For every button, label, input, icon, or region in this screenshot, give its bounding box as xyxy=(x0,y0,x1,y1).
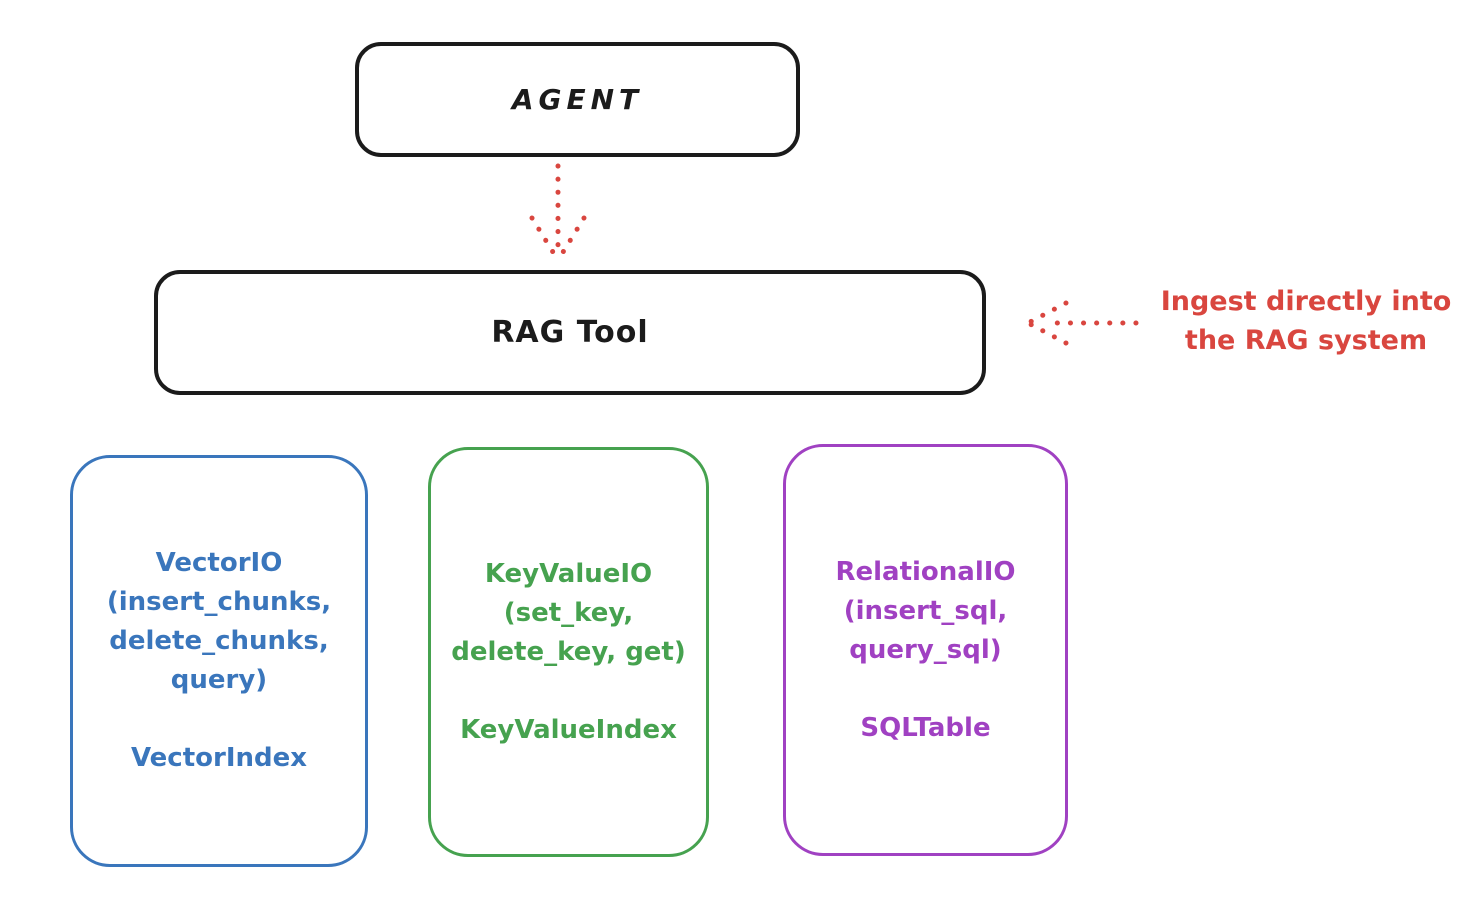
key-value-io-methods: KeyValueIO (set_key, delete_key, get) xyxy=(451,558,686,667)
relational-io-methods: RelationalIO (insert_sql, query_sql) xyxy=(835,556,1016,665)
rag-tool-node: RAG Tool xyxy=(154,270,986,395)
relational-io-node: RelationalIO (insert_sql, query_sql) SQL… xyxy=(783,444,1068,856)
agent-label: AGENT xyxy=(511,83,644,116)
vector-index-label: VectorIndex xyxy=(130,743,308,773)
sql-table-label: SQLTable xyxy=(860,712,991,743)
agent-to-rag-arrow-icon xyxy=(529,163,587,260)
vector-io-methods: VectorIO (insert_chunks, delete_chunks, … xyxy=(106,548,332,695)
vector-io-node: VectorIO (insert_chunks, delete_chunks, … xyxy=(70,455,368,867)
agent-node: AGENT xyxy=(355,42,800,157)
rag-tool-label: RAG Tool xyxy=(491,315,649,350)
key-value-io-node: KeyValueIO (set_key, delete_key, get) Ke… xyxy=(428,447,709,857)
key-value-index-label: KeyValueIndex xyxy=(460,714,677,745)
ingest-annotation-arrow-icon xyxy=(1027,300,1139,346)
ingest-annotation: Ingest directly into the RAG system xyxy=(1160,286,1452,356)
